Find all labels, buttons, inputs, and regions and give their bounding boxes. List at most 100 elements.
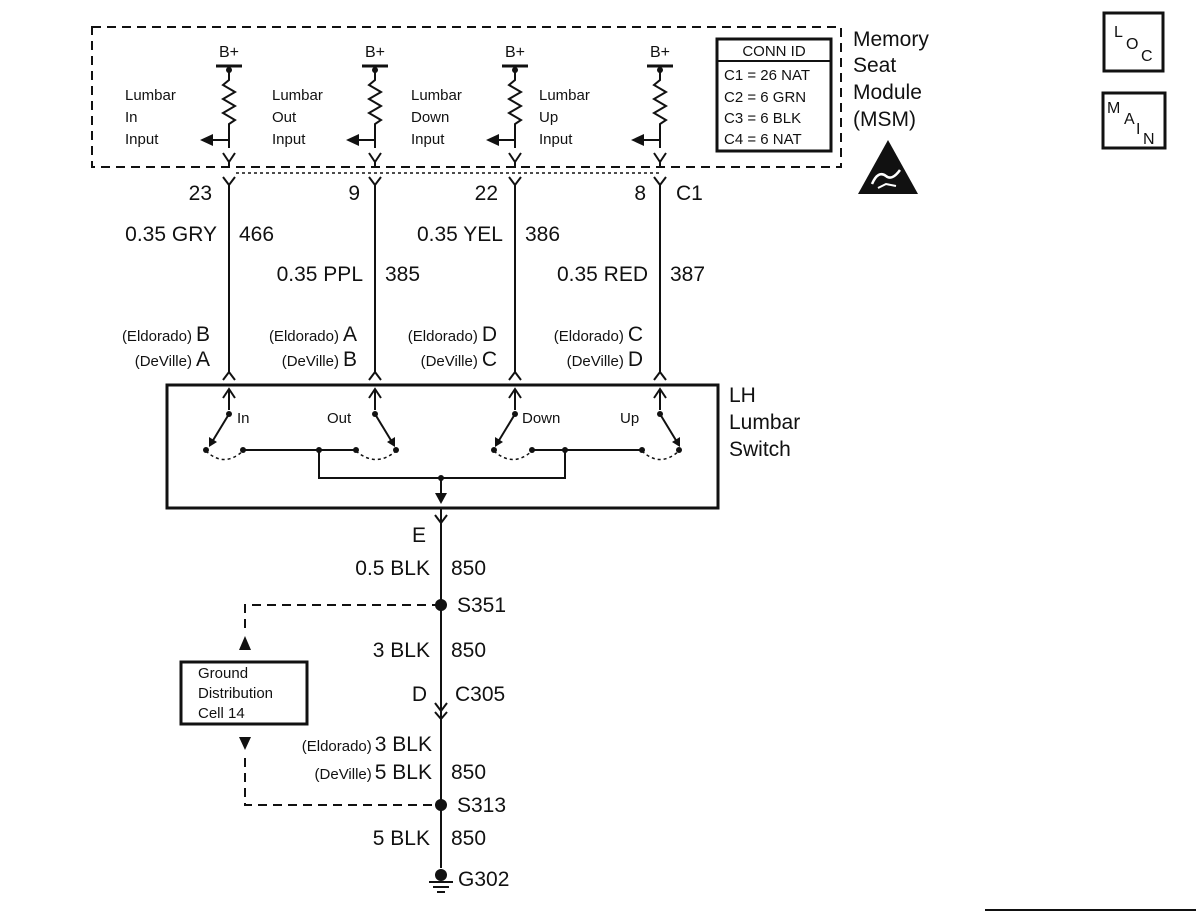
input-label-line-1: Lumbar: [411, 87, 462, 104]
distribution-line-3: Cell 14: [198, 705, 245, 722]
module-name-line-3: Module: [853, 81, 922, 104]
input-arrow-icon: [631, 134, 644, 146]
conn-id-table: CONN ID C1 = 26 NAT C2 = 6 GRN C3 = 6 BL…: [715, 37, 833, 153]
deville-wire-spec: (DeVille)5 BLK: [315, 761, 432, 784]
circuit-number: 850: [451, 557, 486, 580]
circuit-number: 850: [451, 827, 486, 850]
deville-pin-label: (DeVille)D: [567, 348, 643, 371]
pull-up-resistor: [507, 70, 523, 148]
module-name-line-4: (MSM): [853, 108, 916, 131]
deville-pin-label: (DeVille)B: [282, 348, 357, 371]
connector-c1: C1: [222, 172, 703, 205]
wire-spec: 0.5 BLK: [355, 557, 430, 580]
b-plus-label: B+: [219, 44, 239, 61]
switch-position-label: Down: [522, 410, 560, 427]
reference-arrow-down-icon: [239, 737, 251, 750]
loc-letter-c: C: [1141, 48, 1153, 65]
switch-name-line-2: Lumbar: [729, 411, 800, 434]
conn-id-row-3: C3 = 6 BLK: [724, 110, 801, 127]
input-label-line-3: Input: [125, 131, 159, 148]
switch-contact-in: In: [203, 387, 250, 461]
eldorado-pin-label: (Eldorado)B: [122, 323, 210, 346]
deville-pin-label: (DeVille)A: [135, 348, 210, 371]
module-channel-out: B+ Lumbar Out Input: [272, 44, 388, 168]
input-label-line-3: Input: [272, 131, 306, 148]
wire-spec: 0.35 RED: [557, 263, 648, 286]
conn-id-row-1: C1 = 26 NAT: [724, 67, 810, 84]
pull-up-resistor: [367, 70, 383, 148]
main-tab[interactable]: M A I N: [1101, 91, 1167, 150]
loc-letter-l: L: [1114, 24, 1123, 41]
conn-id-header: CONN ID: [742, 43, 806, 60]
pin-number: 8: [634, 182, 646, 205]
module-channel-down: B+ Lumbar Down Input: [411, 44, 528, 168]
connector-c305-icon: [434, 702, 448, 713]
switch-ground-pin: E: [412, 524, 426, 547]
wire-spec: 5 BLK: [373, 827, 430, 850]
ground-distribution-box: [179, 660, 309, 726]
circuit-number: 386: [525, 223, 560, 246]
connector-label: C1: [676, 182, 703, 205]
input-label-line-2: Down: [411, 109, 449, 126]
input-label-line-1: Lumbar: [272, 87, 323, 104]
pull-up-resistor: [221, 70, 237, 148]
reference-arrow-up-icon: [239, 636, 251, 650]
module-channel-in: B+ Lumbar In Input: [125, 44, 242, 168]
pin-number: 9: [348, 182, 360, 205]
switch-contact-out: Out: [327, 387, 399, 461]
switch-outline: [165, 383, 720, 510]
distribution-line-1: Ground: [198, 665, 248, 682]
input-arrow-icon: [200, 134, 213, 146]
ground-symbol-icon: [429, 869, 453, 893]
input-arrow-icon: [486, 134, 499, 146]
pull-up-resistor: [652, 70, 668, 148]
distribution-line-2: Distribution: [198, 685, 273, 702]
harness-wires: 23 9 22 8 0.35 GRY 466 0.35 PPL 385 0.35…: [125, 182, 705, 372]
eldorado-pin-label: (Eldorado)C: [554, 323, 643, 346]
memory-seat-module: Memory Seat Module (MSM) CONN ID C1 = 26…: [91, 26, 929, 194]
switch-name-line-1: LH: [729, 384, 756, 407]
ground-point-label: G302: [458, 868, 509, 891]
switch-common-bus: [243, 447, 642, 504]
module-name-line-2: Seat: [853, 54, 896, 77]
input-label-line-3: Input: [411, 131, 445, 148]
module-name-line-1: Memory: [853, 28, 929, 51]
conn-id-row-2: C2 = 6 GRN: [724, 89, 806, 106]
wire-spec: 3 BLK: [373, 639, 430, 662]
switch-position-label: Out: [327, 410, 352, 427]
switch-contact-up: Up: [620, 387, 682, 461]
lh-lumbar-switch: LH Lumbar Switch In Out: [165, 383, 800, 510]
splice-label: S313: [457, 794, 506, 817]
circuit-number: 466: [239, 223, 274, 246]
ground-arrow-icon: [435, 493, 447, 504]
ground-circuit: E 0.5 BLK 850 S351 3 BLK 850 D C305 (Eld…: [179, 508, 509, 893]
switch-name-line-3: Switch: [729, 438, 791, 461]
conn-id-row-4: C4 = 6 NAT: [724, 131, 802, 148]
module-channel-up: B+ Lumbar Up Input: [539, 44, 673, 168]
switch-position-label: In: [237, 410, 250, 427]
input-label-line-2: In: [125, 109, 138, 126]
b-plus-label: B+: [650, 44, 670, 61]
eldorado-pin-label: (Eldorado)A: [269, 323, 357, 346]
loc-letter-o: O: [1126, 36, 1138, 53]
b-plus-label: B+: [365, 44, 385, 61]
wire-spec: 0.35 YEL: [417, 223, 503, 246]
esd-warning-icon: [858, 140, 918, 194]
deville-pin-label: (DeVille)C: [421, 348, 497, 371]
main-letter-n: N: [1143, 131, 1155, 148]
connector-label: C305: [455, 683, 505, 706]
ground-distribution-reference: Ground Distribution Cell 14: [179, 604, 441, 806]
main-letter-a: A: [1124, 111, 1135, 128]
circuit-number: 850: [451, 761, 486, 784]
circuit-number: 385: [385, 263, 420, 286]
loc-tab[interactable]: L O C: [1102, 11, 1165, 73]
input-label-line-1: Lumbar: [125, 87, 176, 104]
wire-spec: 0.35 GRY: [125, 223, 217, 246]
main-letter-m: M: [1107, 100, 1120, 117]
module-outline: [91, 26, 842, 168]
switch-pin-labels: (Eldorado)B (DeVille)A (Eldorado)A (DeVi…: [122, 323, 667, 381]
input-label-line-2: Up: [539, 109, 558, 126]
eldorado-wire-spec: (Eldorado)3 BLK: [302, 733, 432, 756]
input-arrow-icon: [346, 134, 359, 146]
